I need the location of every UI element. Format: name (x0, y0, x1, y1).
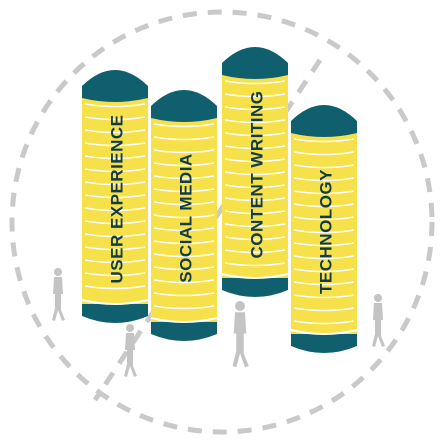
silo-stripe (153, 201, 215, 206)
silo-base (222, 274, 288, 297)
silo-rim (221, 273, 289, 279)
silo-stripe (84, 194, 146, 199)
silo-stripe (153, 136, 215, 141)
silo-stripe (224, 210, 286, 215)
silo-stripe (224, 262, 286, 267)
silo-stripe (293, 138, 355, 143)
silo-stripe (293, 216, 355, 221)
silo-stripe (224, 236, 286, 241)
silo-base (291, 330, 357, 353)
silo-tech: TECHNOLOGY (290, 105, 358, 353)
silo-stripe (293, 294, 355, 299)
silo-stripe (153, 123, 215, 128)
silo-stripe (84, 103, 146, 108)
silo-rim (81, 299, 149, 305)
silo-stripe (293, 190, 355, 195)
silo-stripe (153, 266, 215, 271)
silo-stripe (153, 149, 215, 154)
silo-ux: USER EXPERIENCE (81, 70, 149, 323)
silo-stripe (293, 268, 355, 273)
silo-stripe (153, 214, 215, 219)
silo-base (151, 318, 217, 341)
dashed-ring (9, 9, 435, 435)
silo-stripe (84, 207, 146, 212)
silo-stripe (84, 272, 146, 277)
silo-stripe (293, 151, 355, 156)
silo-stripe (84, 233, 146, 238)
person-walking-icon (372, 294, 385, 347)
silo-stripe (224, 171, 286, 176)
person-walking-icon (232, 301, 249, 368)
silo-stripe (224, 197, 286, 202)
silo-stripe (293, 255, 355, 260)
silo-stripe (293, 164, 355, 169)
silo-stripe (224, 80, 286, 85)
silo-stripe (224, 119, 286, 124)
silo-stripe (84, 168, 146, 173)
silo-stripe (84, 129, 146, 134)
silo-label-content: CONTENT WRITING (248, 90, 267, 258)
silo-cap (82, 70, 148, 102)
silo-stripe (84, 142, 146, 147)
silo-stripe (293, 203, 355, 208)
silo-stripe (84, 259, 146, 264)
silo-label-social: SOCIAL MEDIA (177, 153, 196, 282)
silo-stripe (153, 279, 215, 284)
silo-stripe (84, 220, 146, 225)
silo-stripe (224, 93, 286, 98)
silo-stripe (224, 249, 286, 254)
silo-stripe (293, 320, 355, 325)
silo-label-ux: USER EXPERIENCE (108, 114, 127, 283)
silo-stripe (224, 132, 286, 137)
silo-stripe (293, 281, 355, 286)
silo-stripe (224, 106, 286, 111)
silo-stripe (153, 227, 215, 232)
silo-stripe (293, 307, 355, 312)
person-walking-icon (124, 324, 137, 377)
silo-cap (151, 90, 217, 122)
silo-stripe (153, 305, 215, 310)
silo-stripe (84, 116, 146, 121)
silo-stripe (153, 240, 215, 245)
silo-rim (150, 317, 218, 323)
silo-stripe (84, 155, 146, 160)
silo-content: CONTENT WRITING (221, 47, 289, 297)
silo-stripe (224, 158, 286, 163)
silo-label-tech: TECHNOLOGY (317, 169, 336, 294)
silo-social: SOCIAL MEDIA (150, 90, 218, 341)
silo-stripe (153, 292, 215, 297)
silo-stripe (153, 175, 215, 180)
silo-stripe (153, 188, 215, 193)
silo-stripe (224, 223, 286, 228)
silo-stripe (293, 242, 355, 247)
silo-stripe (84, 285, 146, 290)
silo-cap (222, 47, 288, 79)
silo-stripe (153, 162, 215, 167)
silo-stripe (153, 253, 215, 258)
silo-stripe (293, 177, 355, 182)
silo-stripe (224, 184, 286, 189)
person-walking-icon (52, 268, 65, 321)
silo-stripe (84, 246, 146, 251)
silo-rim (290, 329, 358, 335)
silo-cap (291, 105, 357, 137)
silo-stripe (224, 145, 286, 150)
silo-stripe (84, 181, 146, 186)
silo-stripe (293, 229, 355, 234)
silo-base (82, 300, 148, 323)
